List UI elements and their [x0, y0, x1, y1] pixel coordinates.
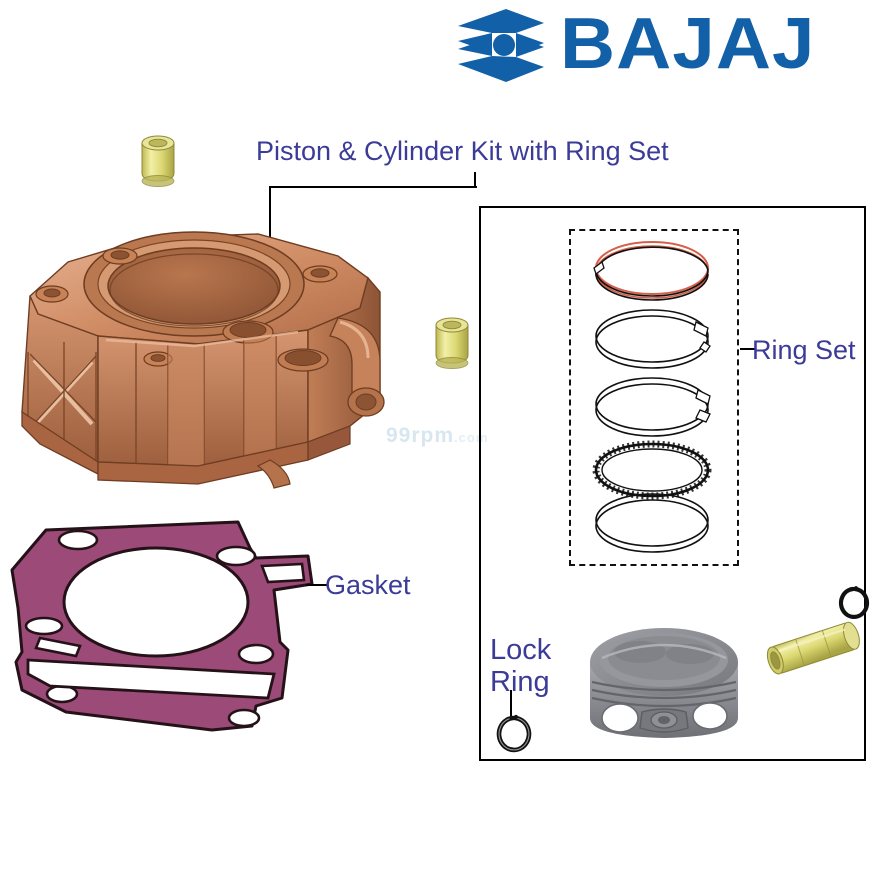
- lock-ring-right: [836, 584, 874, 622]
- piston-ring-second: [595, 309, 711, 369]
- piston-ring-third: [595, 377, 711, 437]
- lock-ring-left: [494, 713, 536, 755]
- watermark-text: 99rpm: [386, 424, 455, 447]
- ring-set-label: Ring Set: [752, 335, 856, 365]
- gasket: [6, 512, 326, 750]
- cylinder-leader-line: [269, 186, 271, 256]
- bajaj-chevron-logo-icon: [458, 9, 544, 82]
- watermark: 99rpm.com: [386, 424, 488, 448]
- ring-set-leader-line: [740, 348, 756, 350]
- piston-ring-top: [593, 241, 709, 301]
- oil-ring-rail: [595, 493, 709, 553]
- title-bracket-line: [270, 186, 477, 188]
- dowel-bush-upper: [136, 131, 184, 187]
- page-title: Piston & Cylinder Kit with Ring Set: [256, 136, 669, 166]
- ring-set-group-box: [569, 229, 739, 566]
- piston: [578, 614, 750, 752]
- bajaj-logo: BAJAJ: [452, 6, 872, 84]
- dowel-bush-lower: [430, 313, 478, 369]
- gasket-label: Gasket: [325, 570, 411, 600]
- bajaj-wordmark: BAJAJ: [560, 4, 816, 84]
- title-leader-stub: [474, 172, 476, 187]
- lock-ring-label-line2: Ring: [490, 666, 550, 699]
- gasket-leader-line: [306, 584, 328, 586]
- cylinder-block: [8, 212, 408, 512]
- gudgeon-pin: [760, 621, 868, 678]
- lock-ring-label: Lock Ring: [490, 634, 551, 699]
- lock-ring-label-line1: Lock: [490, 634, 552, 666]
- oil-ring-expander: [592, 440, 712, 500]
- kit-contents-panel: [479, 206, 866, 761]
- piston-ring-stack: [586, 238, 726, 558]
- lock-ring-leader-line: [510, 690, 512, 716]
